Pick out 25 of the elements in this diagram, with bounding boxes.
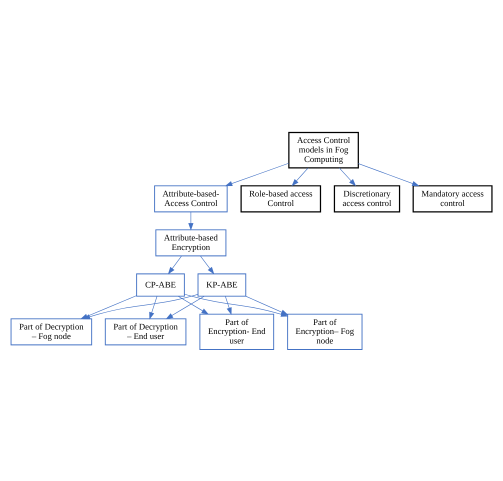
node-box: Discretionary access control [334,184,400,212]
node-box: KP-ABE [198,272,246,296]
arrow [188,211,194,230]
arrow [224,162,290,186]
node-box: Mandatory access control [412,184,493,212]
arrow [168,255,182,274]
arrow [245,295,288,315]
node-box: Attribute-based- Access Control [154,184,228,212]
arrow [82,294,198,319]
arrow [292,167,308,186]
node-box: Part of Encryption– Fog node [287,313,362,350]
arrow [178,295,209,314]
node-box: Role-based access Control [240,184,322,212]
arrow [149,295,158,320]
arrow [225,295,232,314]
arrow [166,295,204,319]
arrow [338,167,356,186]
arrow [358,162,420,186]
node-box: Access Control models in Fog Computing [288,131,359,168]
arrow [200,255,214,274]
node-box: Part of Decryption – Fog node [10,318,92,345]
node-box: CP-ABE [136,272,185,296]
node-box: Part of Decryption – End user [104,318,186,345]
node-box: Attribute-based Encryption [155,228,226,256]
node-box: Part of Encryption- End user [199,313,274,350]
